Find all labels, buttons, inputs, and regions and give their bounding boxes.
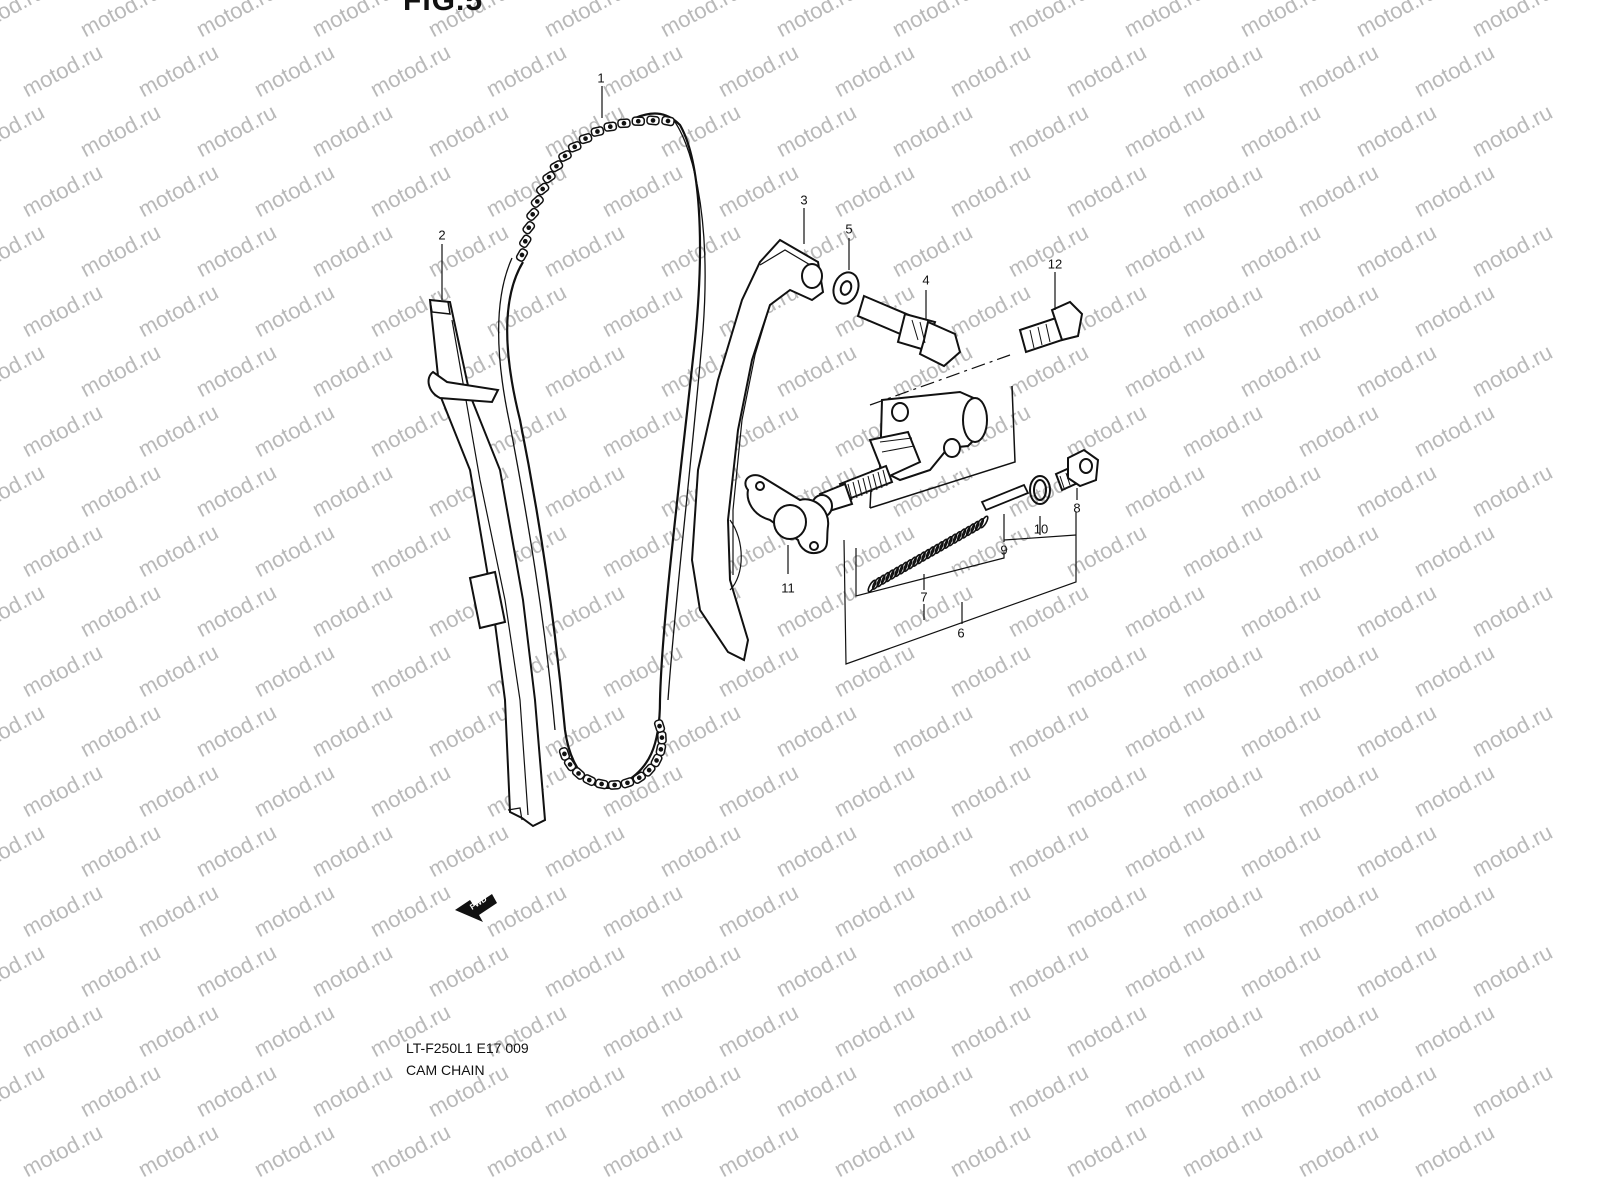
caption-model-code: LT-F250L1 E17 009 — [406, 1040, 529, 1056]
thread-line — [857, 479, 863, 497]
chain-pin — [599, 781, 604, 787]
chain-pin — [562, 153, 568, 159]
callout-1: 1 — [597, 70, 605, 86]
callout-2: 2 — [438, 227, 446, 243]
tensioner-body — [868, 390, 988, 482]
chain-pin — [607, 124, 613, 130]
spring-part-7 — [867, 515, 989, 593]
thread-line — [852, 481, 858, 499]
thread-line — [882, 469, 888, 487]
plug-bolt-part-8 — [1054, 448, 1100, 492]
chain-pin — [546, 174, 552, 180]
chain-pin — [583, 136, 588, 141]
chain-pin — [562, 751, 567, 757]
chain-pin — [534, 199, 540, 204]
chain-pin — [657, 723, 662, 729]
callout-7: 7 — [920, 589, 928, 605]
figure-heading: FIG.5 — [403, 0, 484, 17]
chain-links-top — [515, 115, 675, 262]
callout-4: 4 — [922, 272, 930, 288]
chain-pin — [522, 238, 528, 244]
chain-pin — [625, 780, 630, 786]
chain-pin — [646, 767, 652, 773]
chain-pin — [530, 212, 536, 217]
callout-12: 12 — [1047, 256, 1063, 272]
chain-pin — [658, 747, 664, 752]
cam-chain-part-1 — [497, 112, 706, 790]
chain-pin — [650, 118, 656, 123]
chain-pin — [636, 775, 642, 781]
tensioner-arm-part-3 — [690, 238, 825, 662]
chain-pin — [540, 186, 546, 192]
chain-pin — [665, 118, 671, 124]
thread-line — [872, 473, 878, 491]
thread-line — [877, 471, 883, 489]
chain-pin — [567, 762, 573, 767]
callout-6: 6 — [957, 625, 965, 641]
chain-pin — [572, 144, 578, 150]
chain-pin — [621, 120, 627, 126]
chain-pin — [635, 118, 641, 124]
thread-line — [867, 475, 873, 493]
chain-pin — [526, 225, 532, 231]
thread-line — [847, 483, 853, 501]
chain-pin — [595, 129, 600, 134]
callout-3: 3 — [800, 192, 808, 208]
chain-pin — [576, 771, 581, 776]
chain-guide-part-2 — [427, 298, 547, 828]
bolt-part-4 — [856, 294, 962, 368]
callout-9: 9 — [1000, 542, 1008, 558]
spring-coil — [979, 515, 989, 529]
callout-8: 8 — [1073, 500, 1081, 516]
bolt-part-12 — [1018, 300, 1084, 354]
pin-part-9 — [980, 483, 1030, 512]
callout-11: 11 — [781, 580, 795, 596]
chain-links-bottom — [558, 719, 667, 790]
o-ring-part-10 — [1029, 475, 1051, 505]
center-line — [869, 354, 1011, 406]
chain-pin — [586, 777, 592, 783]
callout-5: 5 — [845, 221, 853, 237]
chain-pin — [612, 782, 617, 788]
caption-title: CAM CHAIN — [406, 1062, 485, 1078]
chain-pin — [554, 163, 559, 169]
thread-line — [862, 477, 868, 495]
forward-arrow: FWD — [455, 894, 497, 922]
gasket-part-11 — [744, 474, 830, 554]
chain-pin — [659, 735, 665, 740]
tensioner-rod — [811, 464, 894, 518]
chain-pin — [654, 758, 659, 763]
callout-10: 10 — [1033, 521, 1049, 537]
washer-part-5 — [832, 271, 860, 305]
leader-lines — [441, 86, 1078, 665]
chain-pin — [519, 252, 525, 258]
